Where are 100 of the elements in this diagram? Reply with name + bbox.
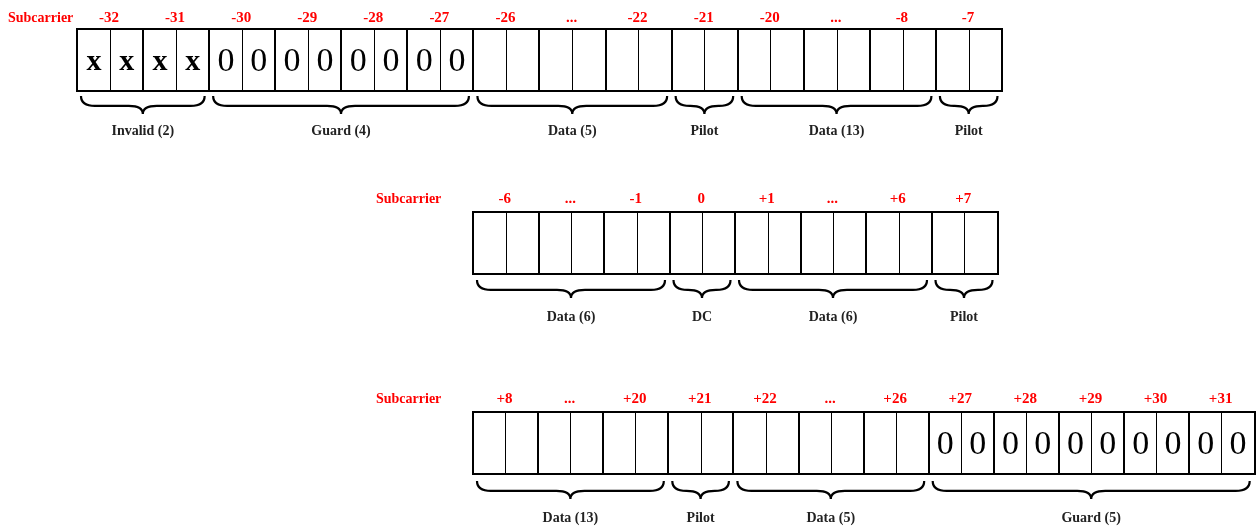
subcarrier-box	[868, 28, 938, 92]
group-label: Pilot	[686, 511, 715, 525]
subcarrier-box	[472, 28, 541, 92]
group-label: Data (6)	[808, 310, 858, 324]
subcarrier-box	[865, 211, 933, 275]
row-label: Subcarrier	[376, 392, 442, 406]
subcarrier-index: -8	[895, 10, 909, 25]
group-label: Invalid (2)	[111, 124, 175, 138]
subcarrier-box	[668, 211, 737, 275]
subcarrier-index: -28	[363, 10, 384, 25]
subcarrier-index: 0	[697, 191, 705, 206]
subcarrier-box	[604, 28, 674, 92]
subcarrier-index: +20	[622, 391, 647, 406]
subcarrier-index: -29	[297, 10, 318, 25]
subcarrier-index: -22	[627, 10, 648, 25]
subcarrier-box	[472, 211, 540, 275]
subcarrier-box	[340, 28, 409, 92]
subcarrier-index: +30	[1143, 391, 1168, 406]
subcarrier-index: +8	[496, 391, 513, 406]
subcarrier-box	[537, 411, 605, 475]
subcarrier-index: -7	[961, 10, 975, 25]
cell-value: 0	[1132, 426, 1150, 460]
subcarrier-box	[667, 411, 735, 475]
cell-value: 0	[1229, 426, 1247, 460]
subcarrier-index: +6	[889, 191, 906, 206]
subcarrier-index: +31	[1208, 391, 1233, 406]
subcarrier-box	[670, 28, 740, 92]
cell-value: 0	[1099, 426, 1117, 460]
cell-value: 0	[1197, 426, 1215, 460]
group-label: Data (5)	[547, 124, 597, 138]
cell-value: 0	[316, 43, 334, 77]
subcarrier-box	[862, 411, 931, 475]
subcarrier-index: -1	[629, 191, 642, 206]
subcarrier-index: -27	[429, 10, 450, 25]
subcarrier-box	[799, 211, 868, 275]
cell-value: 0	[1001, 426, 1019, 460]
group-label: Data (6)	[546, 310, 596, 324]
subcarrier-index: ...	[565, 10, 578, 25]
subcarrier-index: -6	[498, 191, 511, 206]
subcarrier-box	[1057, 411, 1126, 475]
subcarrier-index: +27	[948, 391, 973, 406]
subcarrier-box	[927, 411, 996, 475]
subcarrier-index: +1	[758, 191, 775, 206]
subcarrier-box	[142, 28, 211, 92]
group-label: Pilot	[950, 310, 978, 324]
group-label: Data (5)	[806, 511, 856, 525]
subcarrier-box	[406, 28, 475, 92]
subcarrier-box	[537, 211, 606, 275]
subcarrier-index: +7	[955, 191, 972, 206]
subcarrier-box	[538, 28, 608, 92]
cell-value: 0	[217, 43, 235, 77]
cell-value: 0	[415, 43, 433, 77]
row-label: Subcarrier	[376, 192, 442, 206]
cell-value: x	[152, 45, 168, 75]
subcarrier-index: +28	[1013, 391, 1038, 406]
subcarrier-index: -31	[165, 10, 186, 25]
subcarrier-box	[472, 411, 540, 475]
subcarrier-box	[934, 28, 1004, 92]
subcarrier-index: ...	[564, 191, 576, 206]
cell-value: 0	[936, 426, 954, 460]
subcarrier-index: ...	[830, 10, 842, 25]
subcarrier-index: -21	[693, 10, 714, 25]
row-label: Subcarrier	[8, 11, 74, 25]
group-label: Pilot	[690, 124, 719, 138]
subcarrier-box	[274, 28, 343, 92]
subcarrier-box	[603, 211, 671, 275]
subcarrier-box	[1123, 411, 1191, 475]
subcarrier-box	[802, 28, 872, 92]
subcarrier-index: +26	[883, 391, 907, 406]
subcarrier-box	[797, 411, 866, 475]
cell-value: 0	[283, 43, 301, 77]
cell-value: 0	[1034, 426, 1052, 460]
subcarrier-index: +22	[753, 391, 777, 406]
group-label: Guard (5)	[1061, 511, 1121, 525]
subcarrier-index: ...	[826, 191, 838, 206]
subcarrier-index: +29	[1078, 391, 1103, 406]
group-label: Guard (4)	[311, 124, 371, 138]
subcarrier-box	[602, 411, 670, 475]
subcarrier-box	[930, 211, 999, 275]
cell-value: 0	[349, 43, 367, 77]
cell-value: 0	[1164, 426, 1182, 460]
subcarrier-box	[736, 28, 806, 92]
cell-value: 0	[382, 43, 400, 77]
cell-value: 0	[250, 43, 268, 77]
subcarrier-box	[1188, 411, 1256, 475]
subcarrier-box	[208, 28, 277, 92]
subcarrier-box	[992, 411, 1061, 475]
group-label: DC	[691, 310, 713, 324]
group-label: Data (13)	[542, 511, 599, 525]
group-label: Pilot	[954, 124, 983, 138]
subcarrier-index: -20	[759, 10, 780, 25]
subcarrier-index: -26	[495, 10, 516, 25]
cell-value: 0	[448, 43, 466, 77]
cell-value: x	[185, 45, 201, 75]
subcarrier-box	[76, 28, 145, 92]
subcarrier-box	[732, 411, 800, 475]
cell-value: 0	[1067, 426, 1085, 460]
subcarrier-index: ...	[824, 391, 836, 406]
cell-value: x	[86, 45, 102, 75]
subcarrier-box	[734, 211, 802, 275]
